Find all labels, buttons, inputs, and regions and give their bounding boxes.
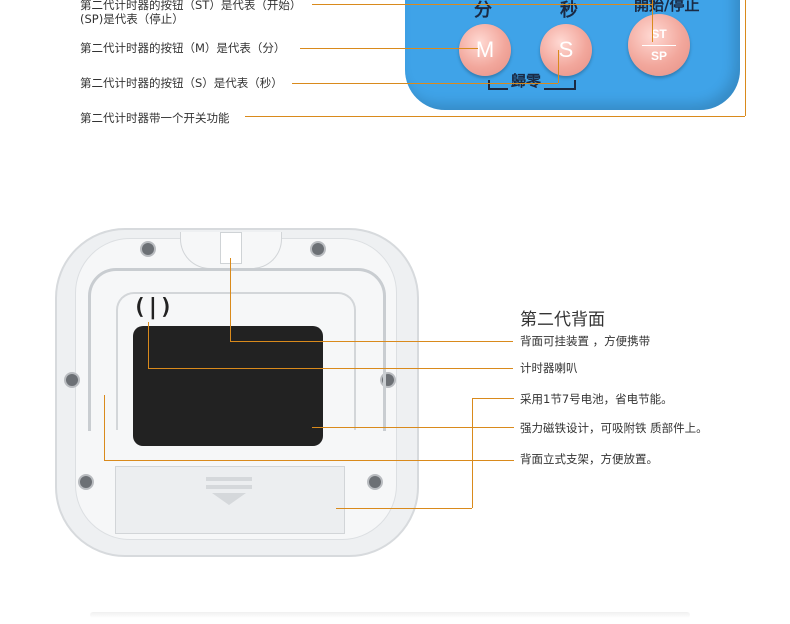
stand-frame <box>88 268 386 431</box>
hanging-tab <box>220 232 242 264</box>
button-divider <box>642 45 676 46</box>
lid-arrow-bar2 <box>206 485 252 489</box>
callout-stand-v <box>104 395 105 460</box>
screw-bottom-left <box>78 474 94 490</box>
callout-battery <box>472 398 514 399</box>
callout-line-m <box>300 48 478 49</box>
label-sp-stop: (SP)是代表（停止） <box>80 12 184 26</box>
minute-label: 分 <box>474 0 492 21</box>
callout-magnet <box>312 427 514 428</box>
back-title: 第二代背面 <box>520 310 605 330</box>
callout-speaker <box>148 368 513 369</box>
button-s-label: S <box>558 37 574 62</box>
lid-arrow-bar1 <box>206 477 252 481</box>
screw-bottom-right <box>367 474 383 490</box>
reset-label: 歸零 <box>508 70 545 91</box>
callout-line-s-v <box>558 50 559 83</box>
startstop-label: 開始/停止 <box>634 0 700 14</box>
label-switch: 第二代计时器带一个开关功能 <box>80 111 230 125</box>
button-s[interactable]: S <box>540 24 592 76</box>
button-m[interactable]: M <box>459 24 511 76</box>
callout-hang <box>230 341 513 342</box>
callout-battery-v <box>472 398 473 508</box>
feature-speaker: 计时器喇叭 <box>520 361 578 375</box>
magnet-plate <box>133 326 323 446</box>
screw-top-left <box>140 241 156 257</box>
feature-battery: 采用1节7号电池，省电节能。 <box>520 392 673 406</box>
battery-lid <box>115 466 345 534</box>
feature-hang: 背面可挂装置 ，方便携带 <box>520 334 651 348</box>
stand-inner-frame <box>116 292 356 430</box>
speaker-mark: (|) <box>133 295 173 320</box>
button-st-label: ST <box>651 27 667 41</box>
lid-arrow-icon <box>212 493 246 505</box>
button-sp-label: SP <box>650 49 667 63</box>
callout-line-s <box>292 83 558 84</box>
callout-line-switch <box>245 116 745 117</box>
callout-line-st-v <box>652 0 653 42</box>
label-s-second: 第二代计时器的按钮（S）是代表（秒） <box>80 76 283 90</box>
bottom-shadow <box>90 612 690 618</box>
callout-speaker-v <box>148 322 149 368</box>
screw-top-right <box>310 241 326 257</box>
feature-magnet: 强力磁铁设计，可吸附铁 质部件上。 <box>520 421 708 435</box>
second-label: 秒 <box>560 0 578 21</box>
callout-hang-v <box>230 258 231 341</box>
label-st-start: 第二代计时器的按钮（ST）是代表（开始） <box>80 0 302 12</box>
callout-line-st <box>312 4 652 5</box>
callout-battery-lid <box>336 508 472 509</box>
feature-stand: 背面立式支架，方便放置。 <box>520 452 658 466</box>
screw-mid-left <box>64 372 80 388</box>
button-st-sp[interactable]: ST SP <box>628 14 690 76</box>
callout-line-switch-v <box>745 0 746 116</box>
button-m-label: M <box>475 37 495 62</box>
label-m-minute: 第二代计时器的按钮（M）是代表（分） <box>80 41 286 55</box>
callout-stand <box>104 460 514 461</box>
